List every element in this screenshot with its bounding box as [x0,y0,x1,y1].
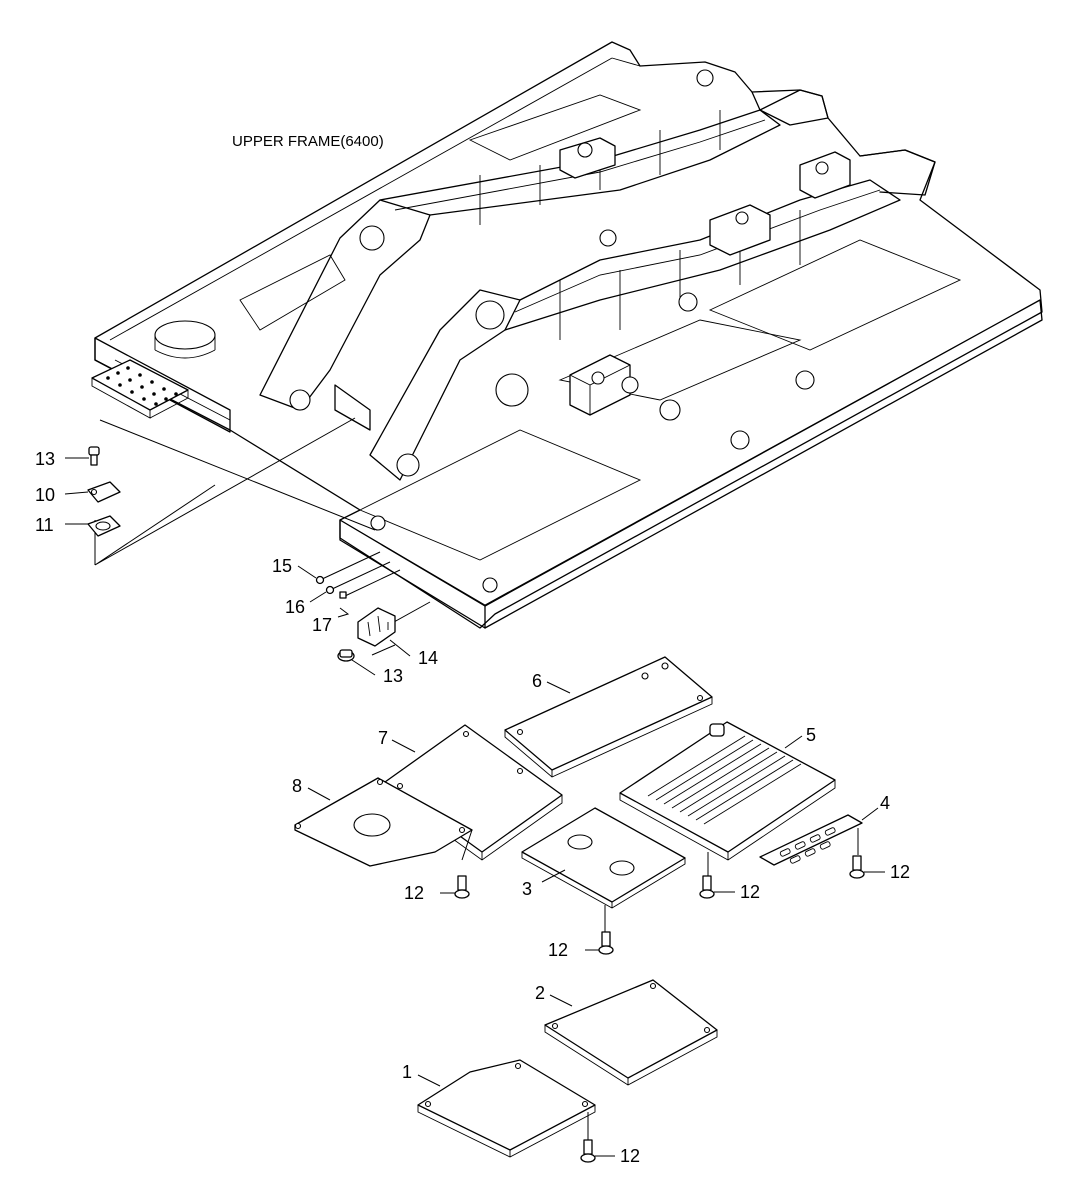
callout-10: 10 [35,485,55,505]
callout-12-e: 12 [620,1146,640,1166]
cover-3 [521,807,686,932]
part-17-nut [339,591,347,599]
callout-5: 5 [806,725,816,745]
part-15-bolt [297,565,325,585]
cover-2 [544,979,718,1086]
part-13-lower-bolt [337,649,376,676]
bolt-12-d [585,931,614,955]
part-14-rubber-stopper [357,607,411,657]
callout-3: 3 [522,879,532,899]
part-16-washer [309,585,335,603]
part-11-gasket [65,515,121,537]
part-10-cover [64,481,121,503]
upper-frame [91,41,1043,629]
cover-6 [504,656,713,778]
callout-6: 6 [532,671,542,691]
callout-13-lower: 13 [383,666,403,686]
cover-8 [294,777,473,867]
callout-1: 1 [402,1062,412,1082]
callout-13-upper: 13 [35,449,55,469]
callout-2: 2 [535,983,545,1003]
callout-14: 14 [418,648,438,668]
cover-1 [417,1059,596,1158]
callout-16: 16 [285,597,305,617]
bolt-12-c [849,855,885,879]
callout-12-b: 12 [740,882,760,902]
bolt-12-b [699,875,735,899]
part-13-upper-bolt [65,446,100,466]
callout-12-c: 12 [890,862,910,882]
cover-5-grille [619,721,836,878]
callout-7: 7 [378,728,388,748]
callout-11: 11 [35,515,54,535]
frame-leaders [94,417,431,656]
bolt-12-a [440,875,470,899]
diagram-title: UPPER FRAME(6400) [232,133,384,150]
callout-17: 17 [312,615,332,635]
callout-15: 15 [272,556,292,576]
callout-12-d: 12 [548,940,568,960]
callout-8: 8 [292,776,302,796]
bracket-4 [759,807,879,866]
callout-12-a: 12 [404,883,424,903]
bolt-12-e [580,1139,615,1163]
callout-4: 4 [880,793,890,813]
